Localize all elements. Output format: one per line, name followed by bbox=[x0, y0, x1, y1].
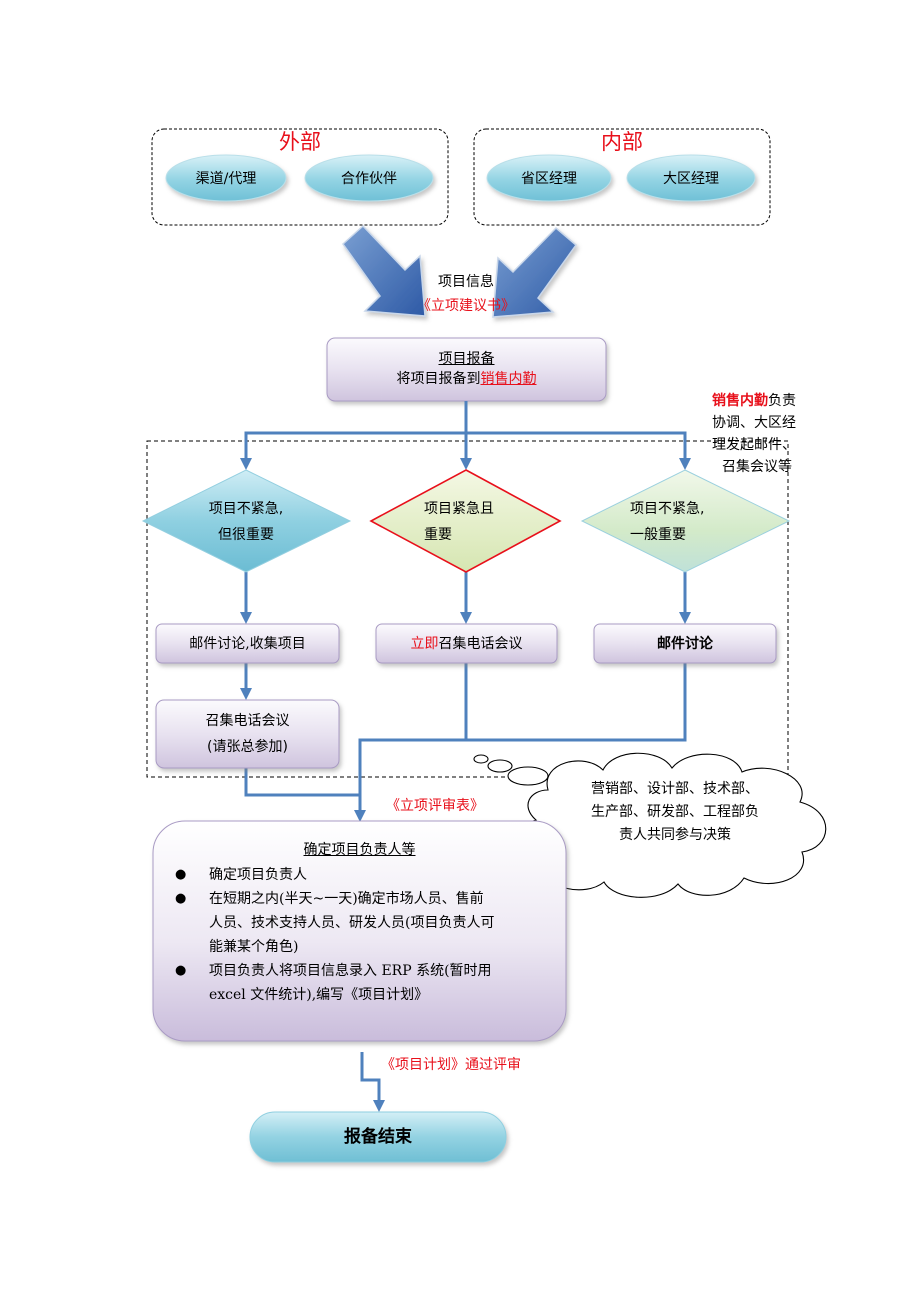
external-group-frame bbox=[151, 128, 449, 226]
action-left-2-line1: 召集电话会议 bbox=[205, 713, 290, 729]
oval-channel-label: 渠道/代理 bbox=[195, 171, 257, 187]
decision-right-line1: 项目不紧急, bbox=[630, 501, 705, 517]
project-info-line1: 项目信息 bbox=[438, 274, 494, 290]
main-box: 确定项目负责人等 ● 确定项目负责人 ● 在短期之内(半天~一天)确定市场人员、售前… bbox=[153, 839, 566, 1007]
side-note-line3: 理发起邮件、 bbox=[712, 437, 796, 453]
plan-review-label: 《项目计划》通过评审 bbox=[381, 1057, 521, 1073]
decision-right-line2: 一般重要 bbox=[630, 527, 686, 543]
side-note: 销售内勤负责 协调、大区经 理发起邮件、 召集会议等 bbox=[712, 390, 832, 478]
report-box: 项目报备 将项目报备到销售内勤 bbox=[327, 345, 606, 393]
action-middle-label: 立即召集电话会议 bbox=[376, 624, 557, 663]
side-note-highlight: 销售内勤 bbox=[712, 393, 768, 409]
converge-arrow-left bbox=[342, 224, 426, 317]
decision-left-line2: 但很重要 bbox=[218, 527, 274, 543]
decision-middle-text: 项目紧急且 重要 bbox=[424, 496, 524, 548]
decision-region-frame bbox=[146, 440, 789, 778]
connectors bbox=[244, 401, 687, 1102]
external-group-title: 外部 bbox=[279, 130, 321, 154]
bullet-1-line1: 确定项目负责人 bbox=[209, 867, 307, 883]
action-middle-prefix: 立即 bbox=[410, 635, 439, 652]
oval-partner-label: 合作伙伴 bbox=[341, 171, 397, 187]
report-box-title: 项目报备 bbox=[438, 351, 495, 367]
report-box-desc-prefix: 将项目报备到 bbox=[396, 371, 481, 387]
side-note-line4: 召集会议等 bbox=[722, 459, 792, 475]
cloud-line2: 生产部、研发部、工程部负 bbox=[591, 804, 759, 820]
side-note-line1: 负责 bbox=[768, 393, 796, 409]
bullet-dot-icon: ● bbox=[175, 963, 187, 978]
bullet-dot-icon: ● bbox=[175, 867, 187, 882]
arrowheads bbox=[240, 458, 691, 1112]
oval-channel bbox=[165, 154, 287, 202]
bullet-dot-icon: ● bbox=[175, 891, 187, 906]
cloud-text: 营销部、设计部、技术部、 生产部、研发部、工程部负 责人共同参与决策 bbox=[540, 778, 810, 847]
oval-province-manager-label: 省区经理 bbox=[521, 171, 577, 187]
main-box-bullet: ● 在短期之内(半天~一天)确定市场人员、售前人员、技术支持人员、研发人员(项目负… bbox=[153, 887, 566, 959]
decision-middle-line1: 项目紧急且 bbox=[424, 501, 494, 517]
converge-arrow-right bbox=[492, 226, 578, 318]
cloud-line1: 营销部、设计部、技术部、 bbox=[591, 781, 759, 797]
bullet-2-line2: 人员、技术支持人员、研发人员(项目负责人可 bbox=[209, 915, 495, 931]
action-box-left bbox=[155, 623, 340, 664]
end-terminator-shape bbox=[249, 1111, 507, 1163]
oval-partner bbox=[304, 154, 434, 202]
action-left-2-label: 召集电话会议 (请张总参加) bbox=[156, 704, 339, 764]
action-box-middle bbox=[375, 623, 558, 664]
action-left-label: 邮件讨论,收集项目 bbox=[189, 635, 306, 652]
end-terminator: 报备结束 bbox=[344, 1127, 412, 1147]
bullet-3-line1: 项目负责人将项目信息录入 ERP 系统(暂时用 bbox=[209, 963, 492, 979]
main-box-bullet: ● 确定项目负责人 bbox=[153, 863, 566, 887]
decision-right-text: 项目不紧急, 一般重要 bbox=[630, 496, 750, 548]
oval-province-manager bbox=[486, 154, 612, 202]
project-info-line2: 《立项建议书》 bbox=[417, 298, 515, 314]
main-box-title: 确定项目负责人等 bbox=[303, 842, 416, 858]
review-form-label: 《立项评审表》 bbox=[386, 798, 484, 814]
action-left-2-line2: (请张总参加) bbox=[207, 739, 288, 755]
bullet-3-line2: excel 文件统计),编写《项目计划》 bbox=[209, 987, 429, 1003]
bullet-2-line1: 在短期之内(半天~一天)确定市场人员、售前 bbox=[209, 891, 484, 907]
side-note-line2: 协调、大区经 bbox=[712, 415, 796, 431]
decision-diamond-middle bbox=[369, 469, 562, 573]
report-box-desc-highlight: 销售内勤 bbox=[480, 371, 537, 387]
main-box-shape bbox=[152, 820, 567, 1042]
decision-left-line1: 项目不紧急, bbox=[208, 501, 284, 517]
decision-left-text: 项目不紧急, 但很重要 bbox=[186, 496, 306, 548]
oval-region-manager bbox=[626, 154, 756, 202]
action-box-left-2 bbox=[155, 699, 340, 769]
main-box-bullets: ● 确定项目负责人 ● 在短期之内(半天~一天)确定市场人员、售前人员、技术支持人员… bbox=[153, 863, 566, 1007]
cloud-shape bbox=[473, 752, 827, 898]
action-right-label: 邮件讨论 bbox=[657, 635, 713, 652]
internal-group-frame bbox=[473, 128, 771, 226]
report-box-desc: 将项目报备到销售内勤 bbox=[397, 369, 537, 389]
main-box-bullet: ● 项目负责人将项目信息录入 ERP 系统(暂时用 excel 文件统计),编写《项… bbox=[153, 959, 566, 1007]
bullet-2-line3: 能兼某个角色) bbox=[209, 939, 299, 955]
decision-middle-line2: 重要 bbox=[424, 527, 452, 543]
decision-diamond-right bbox=[580, 469, 791, 573]
cloud-line3: 责人共同参与决策 bbox=[619, 827, 731, 843]
oval-region-manager-label: 大区经理 bbox=[663, 171, 719, 187]
action-middle-rest: 召集电话会议 bbox=[438, 635, 523, 652]
decision-diamond-left bbox=[141, 469, 352, 573]
internal-group-title: 内部 bbox=[601, 130, 643, 154]
project-info-label: 项目信息 《立项建议书》 bbox=[366, 270, 566, 318]
action-box-right bbox=[593, 623, 777, 664]
